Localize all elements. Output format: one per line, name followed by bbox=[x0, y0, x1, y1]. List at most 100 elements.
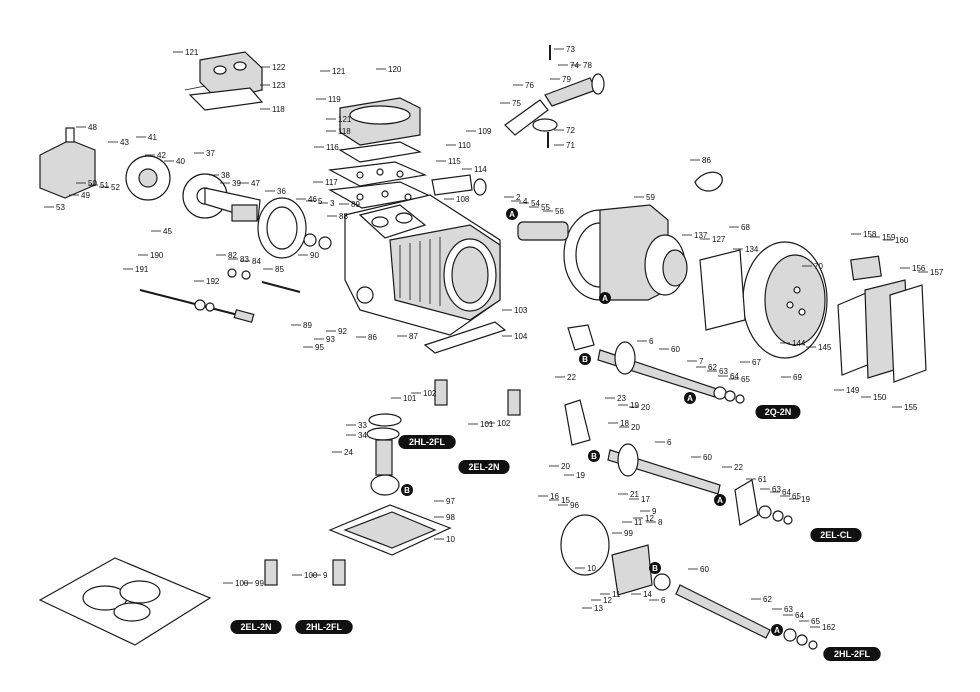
callout-number: 9 bbox=[652, 507, 657, 516]
callout-number: 52 bbox=[111, 183, 120, 192]
callout-number: 12 bbox=[603, 596, 612, 605]
callout-number: 92 bbox=[338, 327, 347, 336]
callout-number: 115 bbox=[448, 157, 461, 166]
callout-number: 162 bbox=[822, 623, 836, 632]
leader-lines bbox=[44, 48, 928, 628]
callout-number: 68 bbox=[741, 223, 750, 232]
callout-number: 64 bbox=[730, 372, 739, 381]
svg-text:2Q-2N: 2Q-2N bbox=[765, 407, 792, 417]
callout-number: 38 bbox=[221, 171, 230, 180]
callout-number: 62 bbox=[763, 595, 772, 604]
callout-number: 10 bbox=[446, 535, 455, 544]
callout-numbers: 1211221231181201211191211181161177374767… bbox=[56, 45, 944, 632]
callout-number: 41 bbox=[148, 133, 157, 142]
callout-number: 98 bbox=[446, 513, 455, 522]
circle-marker: A bbox=[599, 292, 611, 304]
callout-number: 192 bbox=[206, 277, 220, 286]
svg-text:B: B bbox=[582, 355, 588, 364]
callout-number: 123 bbox=[272, 81, 286, 90]
callout-number: 121 bbox=[338, 115, 352, 124]
oil-strainer-rod bbox=[139, 268, 301, 323]
callout-number: 19 bbox=[630, 401, 639, 410]
callout-number: 84 bbox=[252, 257, 261, 266]
callout-number: 40 bbox=[176, 157, 185, 166]
circle-marker: B bbox=[579, 353, 591, 365]
callout-number: 36 bbox=[277, 187, 286, 196]
callout-number: 157 bbox=[930, 268, 944, 277]
callout-number: 102 bbox=[423, 389, 437, 398]
callout-number: 49 bbox=[81, 191, 90, 200]
callout-number: 60 bbox=[700, 565, 709, 574]
variant-label: 2EL-CL bbox=[810, 528, 862, 542]
callout-number: 110 bbox=[458, 141, 471, 150]
circle-marker: B bbox=[401, 484, 413, 496]
callout-number: 62 bbox=[708, 363, 717, 372]
callout-number: 96 bbox=[570, 501, 579, 510]
callout-number: 10 bbox=[587, 564, 596, 573]
callout-number: 88 bbox=[339, 212, 348, 221]
svg-text:B: B bbox=[404, 486, 410, 495]
callout-number: 85 bbox=[275, 265, 284, 274]
svg-text:A: A bbox=[509, 210, 515, 219]
bottom-plate-gasket bbox=[343, 511, 437, 549]
svg-text:2HL-2FL: 2HL-2FL bbox=[409, 437, 446, 447]
variant-label: 2Q-2N bbox=[755, 405, 801, 419]
callout-number: 42 bbox=[157, 151, 166, 160]
mounting-feet bbox=[264, 321, 521, 586]
callout-number: 63 bbox=[719, 367, 728, 376]
callout-number: 14 bbox=[643, 590, 652, 599]
svg-text:2HL-2FL: 2HL-2FL bbox=[834, 649, 871, 659]
callout-number: 158 bbox=[863, 230, 877, 239]
callout-number: 117 bbox=[325, 178, 338, 187]
callout-number: 16 bbox=[550, 492, 559, 501]
callout-number: 76 bbox=[525, 81, 534, 90]
callout-number: 101 bbox=[480, 420, 494, 429]
circle-marker: A bbox=[714, 494, 726, 506]
callout-number: 20 bbox=[561, 462, 570, 471]
callout-number: 74 bbox=[570, 61, 579, 70]
callout-number: 46 bbox=[308, 195, 317, 204]
callout-number: 149 bbox=[846, 386, 860, 395]
callout-number: 137 bbox=[694, 231, 708, 240]
callout-number: 39 bbox=[232, 179, 241, 188]
callout-number: 190 bbox=[150, 251, 164, 260]
callout-number: 121 bbox=[185, 48, 199, 57]
crankshaft-2q-2n bbox=[567, 324, 745, 404]
circle-marker: A bbox=[771, 624, 783, 636]
crankshaft-2el-cl bbox=[564, 399, 793, 526]
callout-number: 48 bbox=[88, 123, 97, 132]
variant-label: 2HL-2FL bbox=[295, 620, 353, 634]
svg-text:2EL-2N: 2EL-2N bbox=[468, 462, 499, 472]
callout-number: 67 bbox=[752, 358, 761, 367]
callout-number: 118 bbox=[338, 127, 351, 136]
callout-number: 104 bbox=[514, 332, 528, 341]
callout-number: 71 bbox=[566, 141, 575, 150]
svg-text:A: A bbox=[717, 496, 723, 505]
svg-text:A: A bbox=[602, 294, 608, 303]
callout-number: 83 bbox=[240, 255, 249, 264]
callout-number: 60 bbox=[703, 453, 712, 462]
callout-number: 121 bbox=[332, 67, 346, 76]
callout-number: 18 bbox=[620, 419, 629, 428]
callout-number: 63 bbox=[772, 485, 781, 494]
callout-number: 8 bbox=[658, 518, 663, 527]
callout-number: 87 bbox=[409, 332, 418, 341]
callout-number: 65 bbox=[792, 492, 801, 501]
svg-text:A: A bbox=[774, 626, 780, 635]
callout-number: 95 bbox=[315, 343, 324, 352]
svg-text:B: B bbox=[591, 452, 597, 461]
callout-number: 5 bbox=[318, 197, 323, 206]
callout-number: 102 bbox=[497, 419, 511, 428]
callout-number: 54 bbox=[531, 199, 540, 208]
callout-number: 120 bbox=[388, 65, 402, 74]
callout-number: 63 bbox=[784, 605, 793, 614]
callout-number: 75 bbox=[512, 99, 521, 108]
crankcase-body bbox=[344, 194, 501, 336]
callout-number: 33 bbox=[358, 421, 367, 430]
callout-number: 116 bbox=[326, 143, 339, 152]
callout-number: 17 bbox=[641, 495, 650, 504]
callout-number: 119 bbox=[328, 95, 341, 104]
